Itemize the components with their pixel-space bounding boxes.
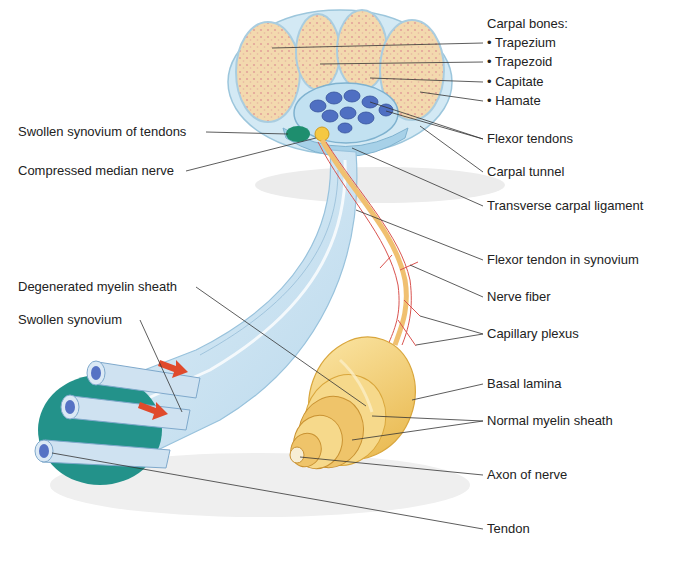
part-label: • Capitate: [487, 74, 544, 90]
part-label: Basal lamina: [487, 376, 561, 392]
part-label: Axon of nerve: [487, 467, 567, 483]
part-label: • Trapezoid: [487, 54, 552, 70]
part-label: • Hamate: [487, 93, 541, 109]
part-label: Flexor tendons: [487, 131, 573, 147]
part-label: Swollen synovium: [18, 312, 122, 328]
part-label: Flexor tendon in synovium: [487, 252, 639, 268]
part-label: Nerve fiber: [487, 289, 551, 305]
part-label: Transverse carpal ligament: [487, 198, 643, 214]
part-label: Swollen synovium of tendons: [18, 124, 186, 140]
part-label: Carpal bones:: [487, 16, 568, 32]
part-label: Tendon: [487, 521, 530, 537]
part-label: • Trapezium: [487, 35, 556, 51]
part-label: Capillary plexus: [487, 326, 579, 342]
part-label: Carpal tunnel: [487, 164, 564, 180]
part-label: Degenerated myelin sheath: [18, 279, 177, 295]
part-label: Compressed median nerve: [18, 163, 174, 179]
part-label: Normal myelin sheath: [487, 413, 613, 429]
